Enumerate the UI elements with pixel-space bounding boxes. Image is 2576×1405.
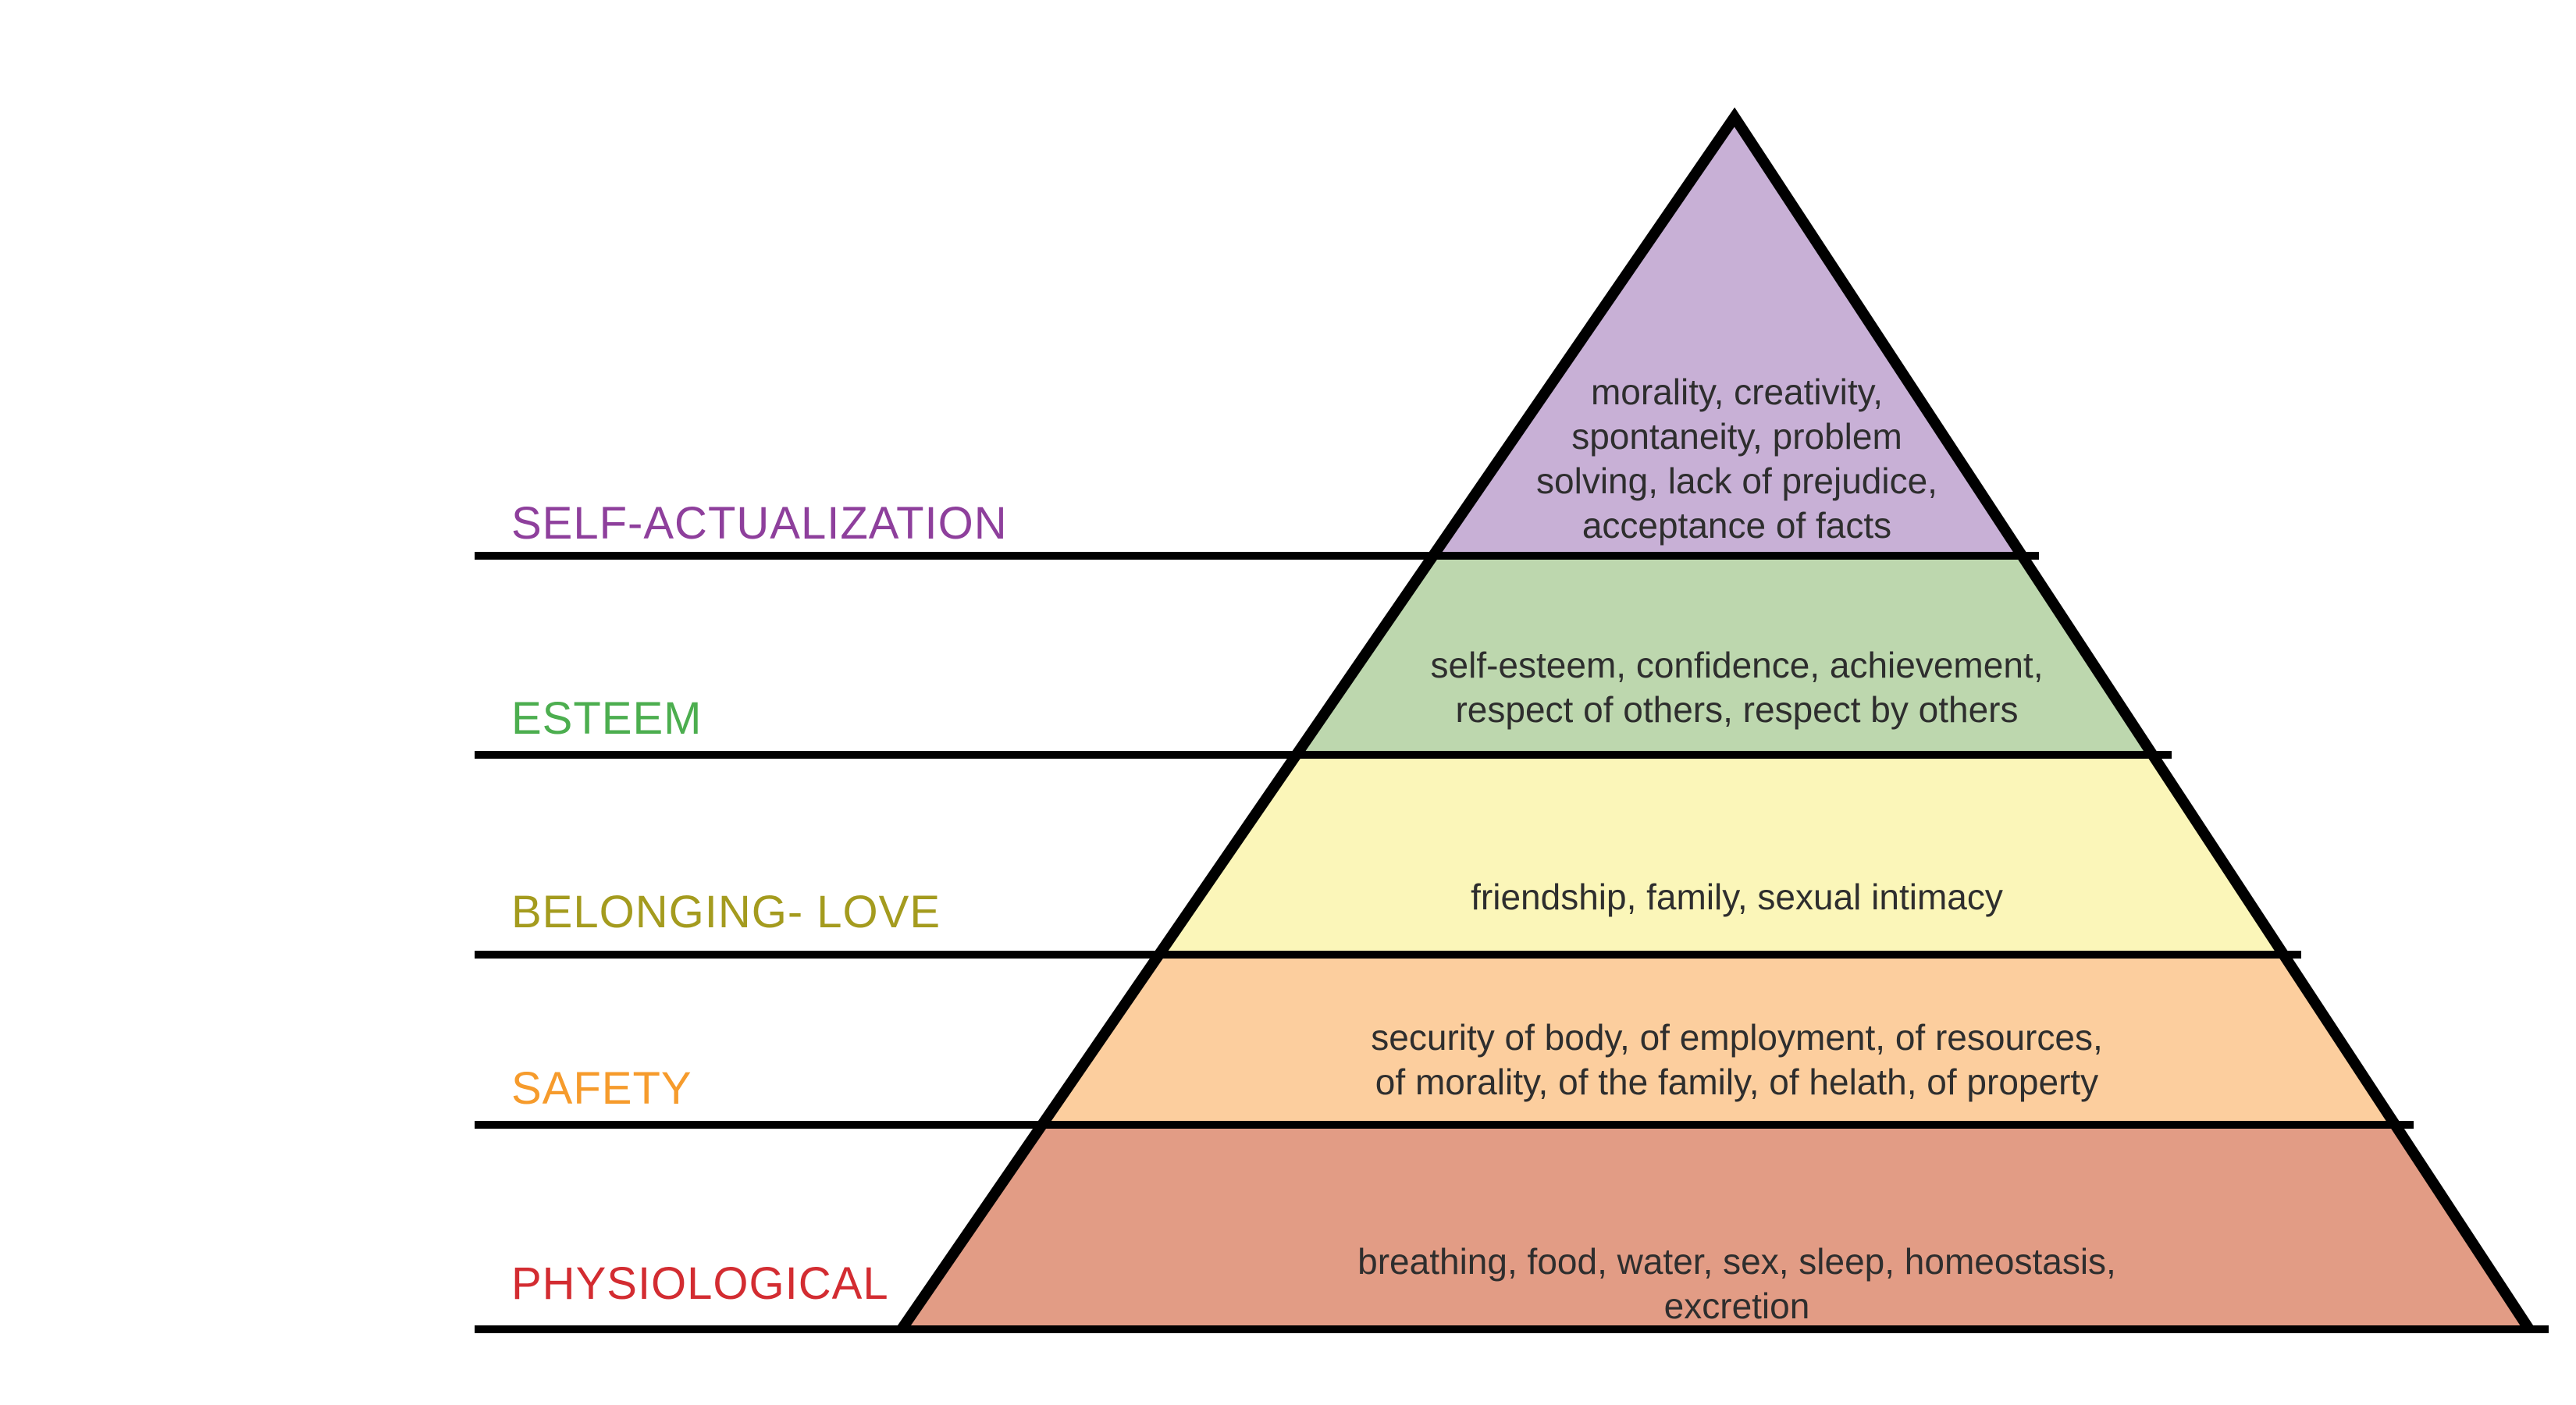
label-physiological: PHYSIOLOGICAL: [511, 1258, 889, 1309]
pyramid-band-safety: [1041, 955, 2396, 1125]
label-self-actualization: SELF-ACTUALIZATION: [511, 498, 1008, 549]
pyramid-band-belonging-love: [1158, 755, 2285, 955]
label-esteem: ESTEEM: [511, 693, 703, 744]
description-belonging-love: friendship, family, sexual intimacy: [1471, 877, 2003, 917]
description-self-actualization: morality, creativity, spontaneity, probl…: [1536, 372, 1937, 546]
label-safety: SAFETY: [511, 1063, 692, 1114]
description-physiological: breathing, food, water, sex, sleep, home…: [1357, 1241, 2116, 1326]
pyramid-band-self-actualization: [1432, 117, 2023, 556]
label-belonging-love: BELONGING- LOVE: [511, 887, 941, 937]
description-safety: security of body, of employment, of reso…: [1371, 1017, 2103, 1102]
pyramid-band-esteem: [1296, 556, 2154, 755]
description-esteem: self-esteem, confidence, achievement, re…: [1430, 645, 2044, 730]
pyramid-outline: [897, 107, 2534, 1332]
pyramid-band-physiological: [902, 1125, 2529, 1329]
